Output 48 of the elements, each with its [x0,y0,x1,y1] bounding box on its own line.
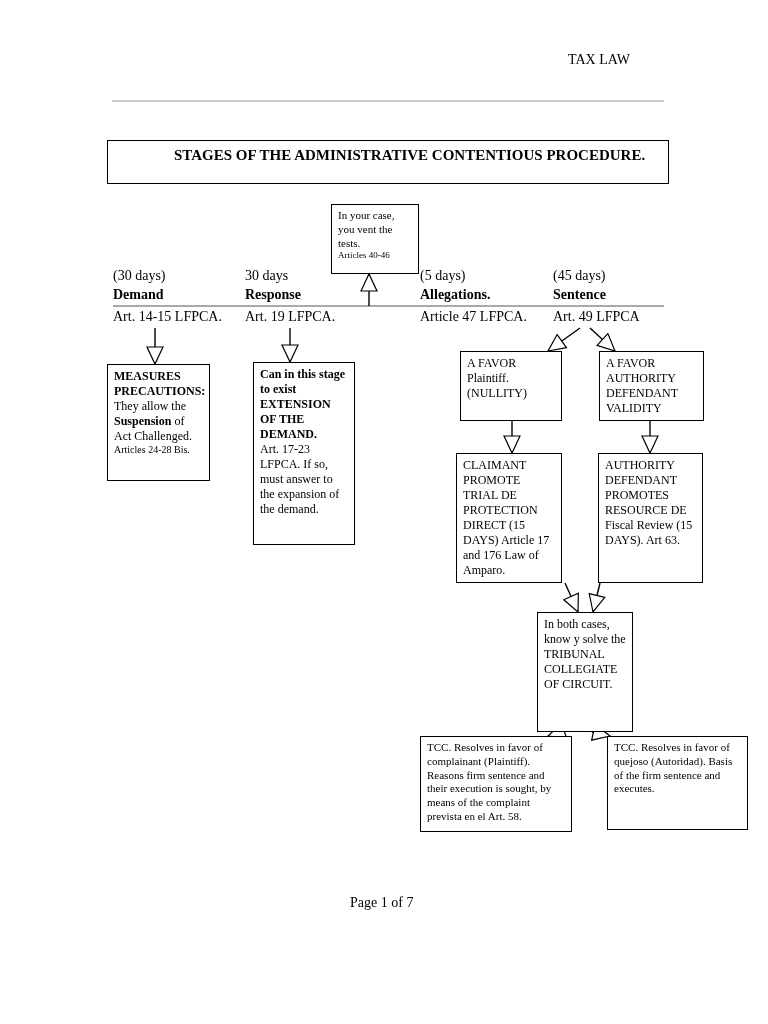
arrow [503,420,521,454]
stage-duration: (30 days) [113,267,167,285]
arrow [588,582,606,613]
box-heading: Can in this stage to exist EXTENSION OF THE DEMAND. [260,367,346,442]
arrow [641,420,659,454]
process-box [456,453,562,583]
stage-duration: 30 days [245,267,290,285]
result-box [607,736,748,830]
process-box [537,612,633,732]
arrow [563,582,579,613]
process-box [598,453,703,583]
article-reference: Art. 14-15 LFPCA. [113,308,223,326]
arrow [281,327,299,363]
box-heading: MEASURES PRECAUTIONS: [114,369,203,399]
title-box: STAGES OF THE ADMINISTRATIVE CONTENTIOUS PROCEDURE. [107,140,669,184]
article-reference: Art. 49 LFPCA [553,308,641,326]
article-reference: Art. 19 LFPCA. [245,308,337,326]
article-reference: Article 47 LFPCA. [420,308,528,326]
header-text: TAX LAW [568,52,630,68]
arrow [146,327,164,365]
note-box [331,204,419,274]
stage-name: Allegations. [420,286,492,304]
box-text: In both cases, know y solve the TRIBUNAL COLLEGIATE OF CIRCUIT. [544,617,626,692]
arrow [547,327,581,352]
article-reference: Articles 40-46 [338,250,391,262]
process-box [107,364,210,481]
stage-duration: (45 days) [553,267,607,285]
stage-duration: (5 days) [420,267,467,285]
stage-name: Response [245,286,302,304]
box-text: A FAVOR Plaintiff. (NULLITY) [467,356,528,401]
article-reference: Articles 24-28 Bis. [114,444,191,457]
stage-name: Sentence [553,286,607,304]
result-box [420,736,572,832]
process-box [460,351,562,421]
process-box [599,351,704,421]
arrow [589,327,616,352]
note-text: In your case, you vent the tests. [338,209,396,251]
box-text: Art. 17-23 LFPCA. If so, must answer to the expansion of the demand. [260,442,341,517]
page-number: Page 1 of 7 [350,895,414,911]
stage-name: Demand [113,286,165,304]
arrow [360,273,378,307]
box-text: TCC. Resolves in favor of quejoso (Autoridad). Basis of the firm sentence and executes. [614,741,734,796]
box-text: A FAVOR AUTHORITY DEFENDANT VALIDITY [606,356,679,416]
box-text: TCC. Resolves in favor of complainant (Plaintiff). Reasons firm sentence and their execution is sought, by means of the complaint prevista en el Art. 58. [427,741,553,824]
box-text: AUTHORITY DEFENDANT PROMOTES RESOURCE DE Fiscal Review (15 DAYS). Art 63. [605,458,694,548]
box-text: They allow the Suspension of Act Challenged. [114,399,193,444]
process-box [253,362,355,545]
box-text: CLAIMANT PROMOTE TRIAL DE PROTECTION DIRECT (15 DAYS) Article 17 and 176 Law of Amparo. [463,458,551,578]
